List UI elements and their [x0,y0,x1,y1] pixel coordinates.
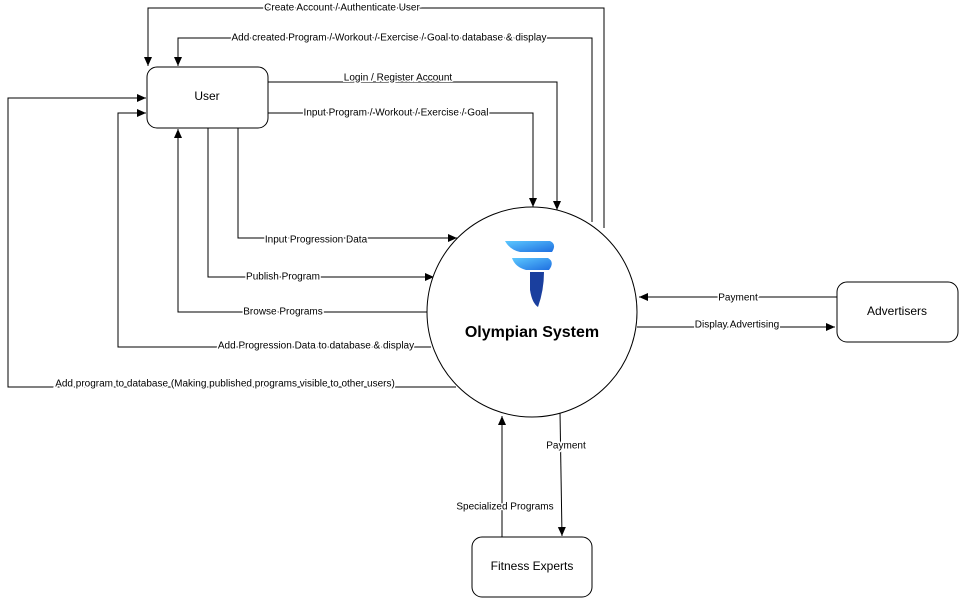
edge-input-progression [237,127,457,242]
edge-browse-programs [174,129,428,313]
flow-label-payment-advertisers: Payment [718,293,758,304]
flow-label-input-progression: Input Progression Data [265,235,368,246]
edge-publish-program [207,127,434,281]
flow-label-browse-programs: Browse Programs [243,307,322,318]
flow-label-specialized-programs: Specialized Programs [456,502,553,513]
edge-add-progression [117,109,431,348]
flow-label-create-account: Create Account / Authenticate User [264,3,420,14]
user-entity[interactable]: User [146,66,269,129]
edge-create-account [144,7,605,228]
fitness-experts-entity[interactable]: Fitness Experts [471,536,593,598]
advertisers-entity[interactable]: Advertisers [836,281,959,343]
olympian-logo-icon [505,241,555,307]
edge-input-program [268,112,537,207]
flow-label-publish-program: Publish Program [246,272,320,283]
edge-login-register [268,81,561,210]
edge-payment-experts [557,411,566,537]
edge-add-program-db [7,94,456,388]
flow-label-display-advertising: Display Advertising [695,320,779,331]
flow-label-add-program-db: Add program to database (Making publishe… [55,379,395,390]
flow-label-add-created-program: Add created Program / Workout / Exercise… [232,33,547,44]
fitness-experts-entity-label: Fitness Experts [491,559,574,573]
flow-label-add-progression: Add Progression Data to database & displ… [218,341,414,352]
flow-label-input-program: Input Program / Workout / Exercise / Goa… [304,108,489,119]
edge-add-created-program [174,37,593,222]
advertisers-entity-label: Advertisers [867,304,927,318]
system-label: Olympian System [465,324,599,341]
user-entity-label: User [194,89,219,103]
flow-label-login-register: Login / Register Account [344,73,453,84]
olympian-system-node[interactable]: Olympian System [426,206,638,418]
flow-label-payment-experts: Payment [546,441,586,452]
